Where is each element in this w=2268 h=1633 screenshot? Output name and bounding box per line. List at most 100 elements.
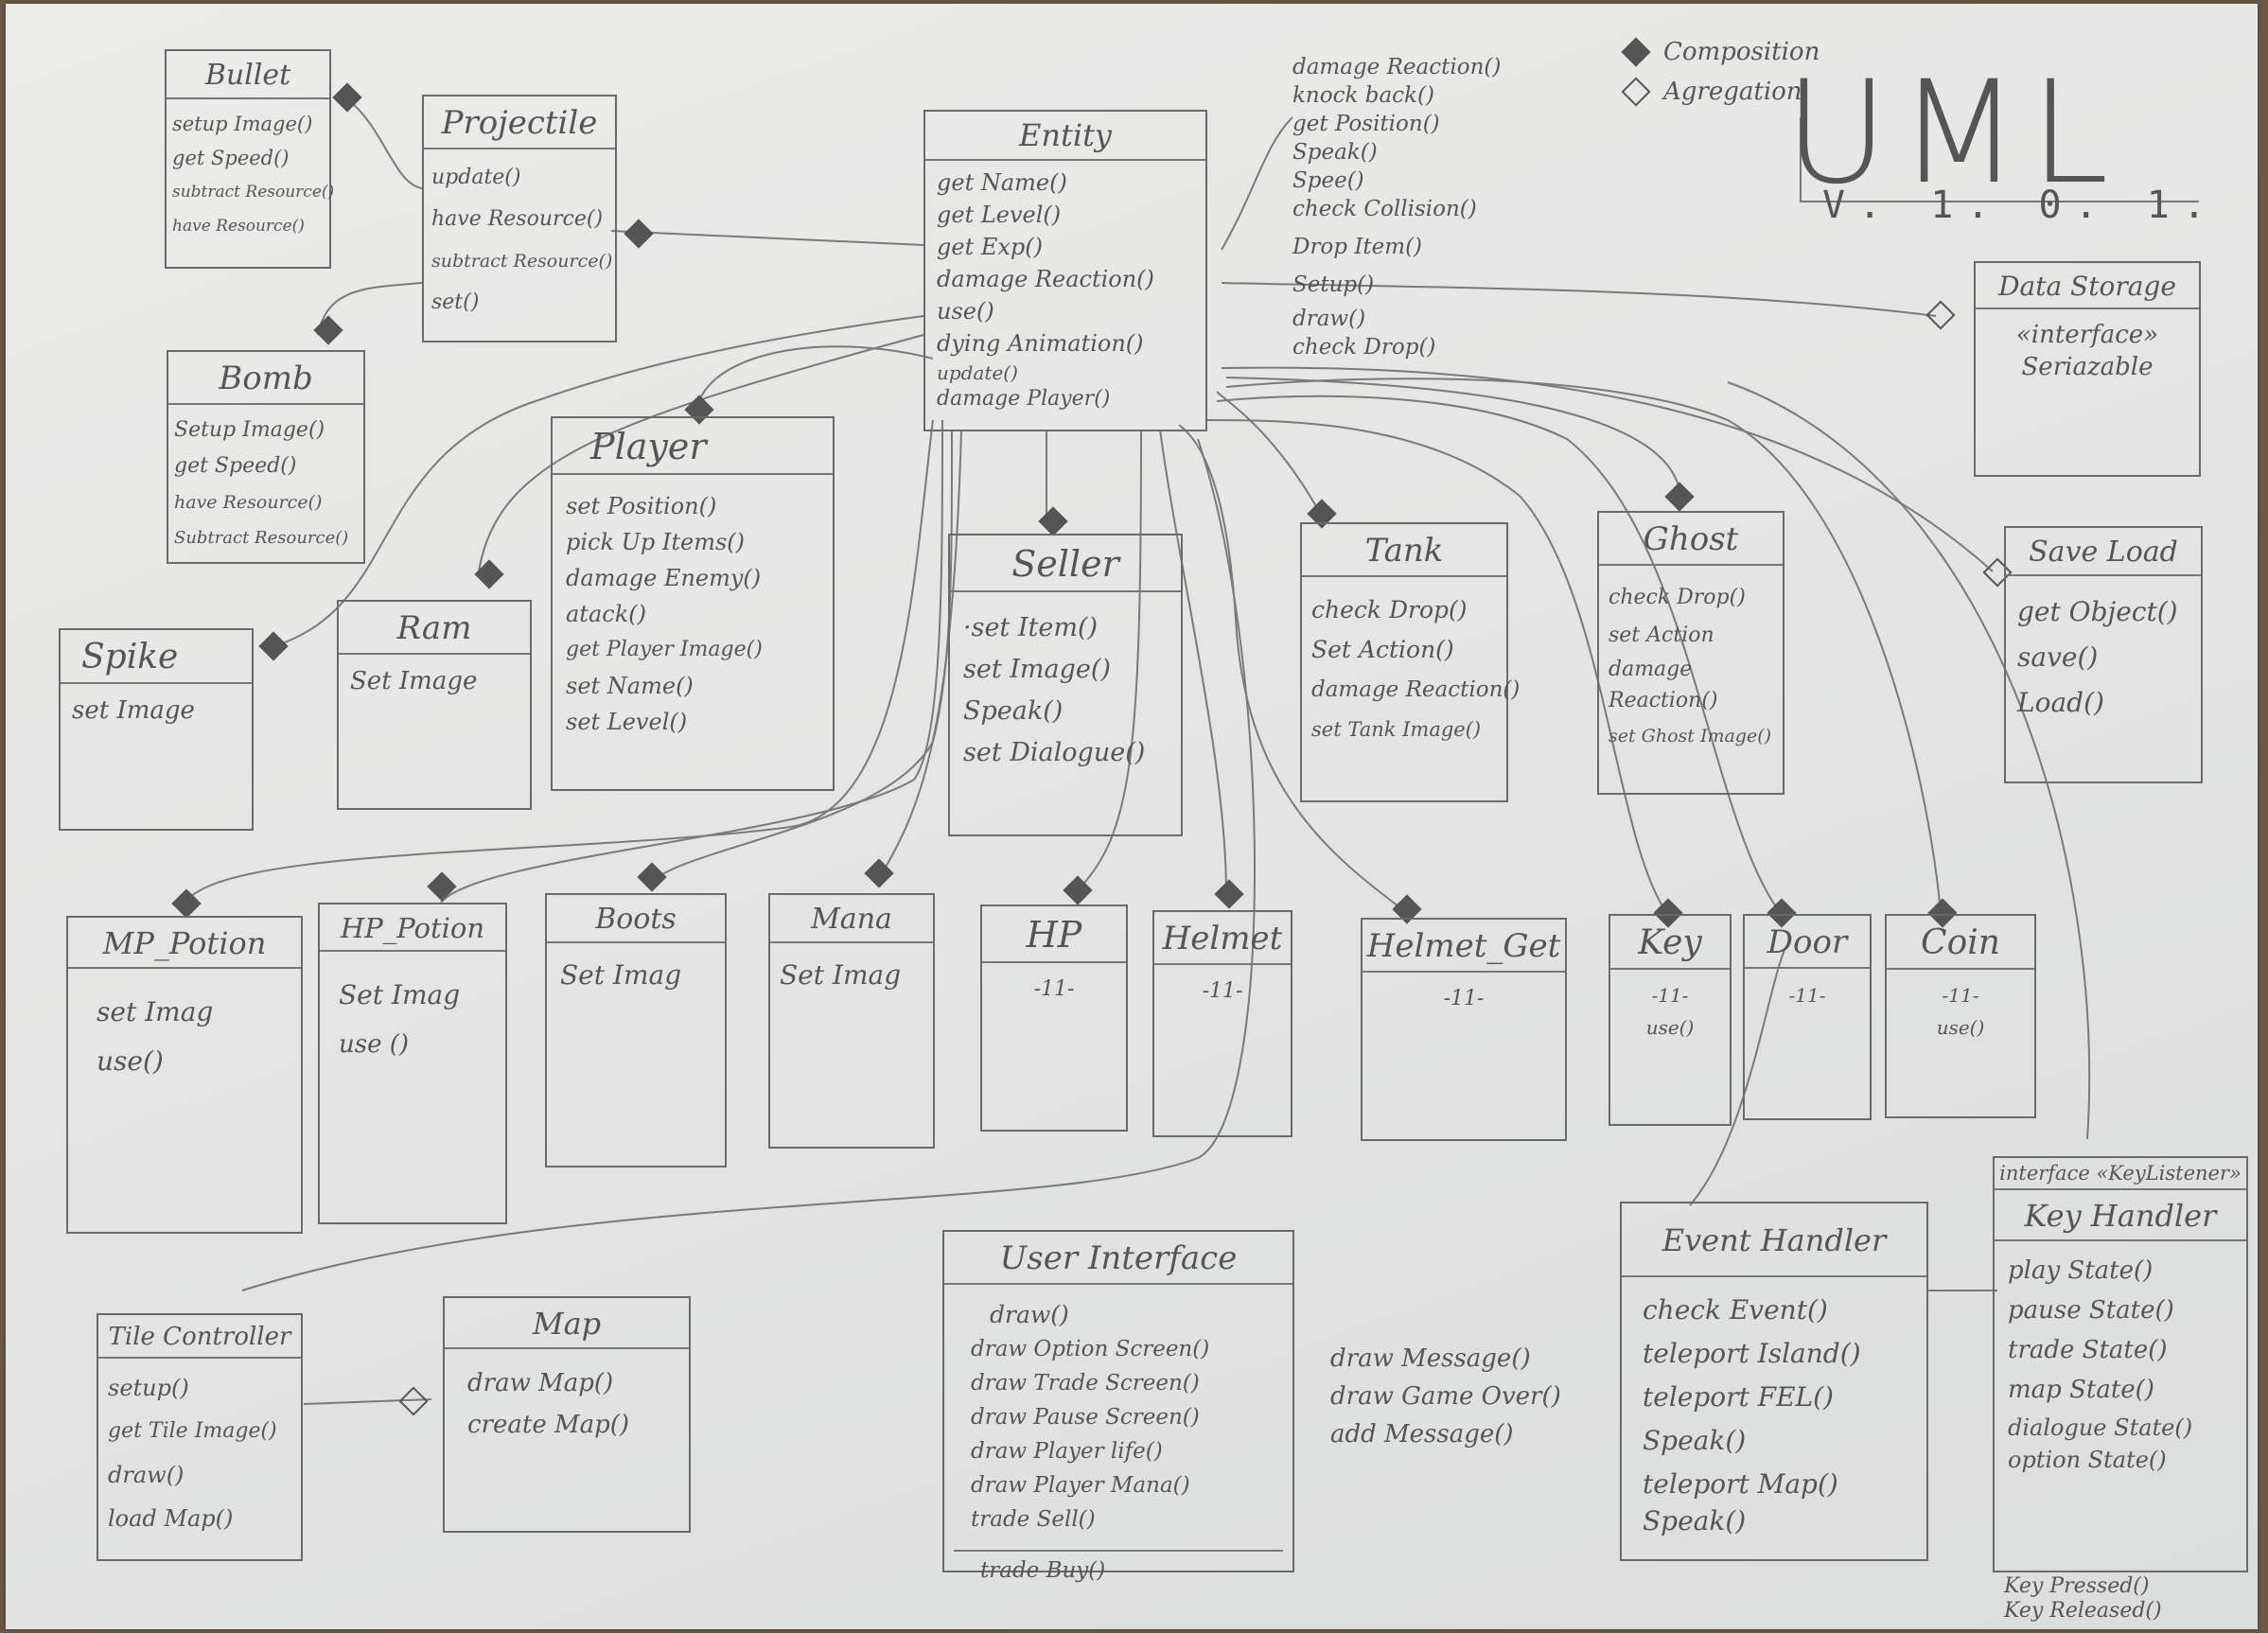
method: get Speed() — [172, 147, 290, 169]
ghost-entity-link — [1225, 377, 1681, 497]
class-player: Player set Position() pick Up Items() da… — [551, 416, 835, 791]
method: draw Option Screen() — [971, 1337, 1210, 1361]
method: setup Image() — [172, 113, 313, 135]
method: damage Player() — [937, 387, 1111, 411]
method: map State() — [2008, 1376, 2154, 1404]
method: -11- — [1202, 979, 1243, 1003]
diagram-title: UML — [1785, 51, 2119, 216]
paper-sheet: Composition Agregation UML V. 1. 0. 1. d… — [6, 4, 2258, 1629]
method: damage — [1609, 658, 1693, 681]
entity-note: Drop Item() — [1292, 235, 1423, 259]
map-tilecontroller-link — [303, 1398, 432, 1405]
method: damage Enemy() — [566, 565, 762, 591]
class-title: Key Handler — [1995, 1190, 2246, 1241]
method: check Drop() — [1311, 596, 1468, 623]
class-mp-potion: MP_Potion set Imag use() — [66, 916, 303, 1234]
title-frame — [1800, 117, 2199, 202]
method: Speak() — [963, 696, 1064, 726]
class-title: Event Handler — [1622, 1203, 1926, 1277]
hp-entity-link — [1074, 429, 1142, 894]
method: get Speed() — [174, 454, 297, 478]
class-spike: Spike set Image — [59, 628, 254, 831]
bullet-projectile-link — [345, 97, 423, 189]
key-handler-extra-methods: Key Pressed() Key Released() — [2004, 1574, 2162, 1624]
class-title: Tank — [1302, 524, 1506, 577]
player-entity-link — [695, 345, 934, 412]
method: subtract Resource() — [431, 251, 613, 272]
method: damage Reaction() — [937, 266, 1154, 292]
method: set Level() — [566, 709, 688, 735]
method: check Event() — [1643, 1294, 1828, 1326]
method: Set Imag — [780, 959, 902, 991]
class-title: Door — [1745, 916, 1870, 969]
class-title: Boots — [547, 895, 725, 943]
class-title: Map — [445, 1298, 689, 1349]
method: trade Sell() — [971, 1507, 1096, 1532]
method: set Action — [1609, 623, 1714, 647]
class-title: Bomb — [168, 352, 363, 405]
entity-note: draw() — [1292, 307, 1366, 331]
method: have Resource() — [431, 207, 604, 231]
class-ghost: Ghost check Drop() set Action damage Rea… — [1597, 511, 1785, 795]
class-title: HP — [982, 906, 1126, 963]
class-title: Key — [1610, 916, 1730, 970]
legend-aggregation: Agregation — [1621, 72, 1820, 112]
method: Subtract Resource() — [174, 528, 349, 548]
legend-aggregation-label: Agregation — [1663, 78, 1802, 106]
class-key-handler: interface «KeyListener» Key Handler play… — [1993, 1156, 2248, 1572]
ui-notes: draw Message() draw Game Over() add Mess… — [1330, 1340, 1561, 1453]
method: use() — [1936, 1016, 1985, 1039]
method: trade Buy() — [980, 1558, 1106, 1583]
entity-notes: damage Reaction() knock back() get Posit… — [1292, 53, 1501, 361]
class-boots: Boots Set Imag — [545, 893, 727, 1168]
method: draw Map() — [467, 1369, 614, 1397]
class-title: Mana — [770, 895, 933, 943]
class-title: User Interface — [944, 1232, 1292, 1285]
method: draw Player Mana() — [971, 1473, 1190, 1498]
class-helmet-get: Helmet_Get -11- — [1361, 918, 1567, 1141]
class-title: Projectile — [424, 97, 615, 149]
method: create Map() — [467, 1411, 630, 1439]
class-title: Save Load — [2006, 528, 2201, 576]
method: Seriazable — [2021, 353, 2154, 381]
class-title: Helmet — [1154, 912, 1291, 965]
class-title: Spike — [61, 630, 252, 684]
method: draw Trade Screen() — [971, 1371, 1200, 1396]
method: set Ghost Image() — [1609, 726, 1772, 746]
class-title: Entity — [925, 112, 1205, 161]
legend-composition-label: Composition — [1663, 38, 1820, 66]
method: pause State() — [2008, 1296, 2174, 1325]
method: draw() — [990, 1301, 1069, 1328]
method: load Map() — [108, 1505, 234, 1532]
method: draw Player life() — [971, 1439, 1163, 1464]
class-stereotype: «interface» — [2015, 321, 2159, 349]
entity-note: Spee() — [1292, 168, 1364, 193]
class-title: Tile Controller — [98, 1315, 301, 1359]
entity-note: check Drop() — [1292, 335, 1436, 360]
class-door: Door -11- — [1743, 914, 1872, 1120]
method: set Image — [72, 696, 195, 725]
key-entity-link — [1206, 419, 1667, 913]
class-title: HP_Potion — [320, 904, 505, 952]
entity-note: check Collision() — [1292, 197, 1477, 221]
class-title: Ram — [339, 602, 530, 655]
method: get Level() — [937, 202, 1062, 228]
method: have Resource() — [174, 492, 323, 513]
diagram-version: V. 1. 0. 1. — [1822, 184, 2219, 227]
class-coin: Coin -11- use() — [1885, 914, 2036, 1118]
method: draw() — [108, 1462, 185, 1488]
method: check Drop() — [1609, 586, 1746, 609]
method: Key Released() — [2004, 1599, 2162, 1623]
class-event-handler: Event Handler check Event() teleport Isl… — [1620, 1202, 1928, 1561]
class-key: Key -11- use() — [1609, 914, 1732, 1126]
method: Key Pressed() — [2004, 1574, 2150, 1598]
class-hp-potion: HP_Potion Set Imag use () — [318, 903, 507, 1224]
method: Load() — [2017, 687, 2104, 718]
method: Set Imag — [560, 959, 682, 991]
method: set Imag — [97, 996, 214, 1027]
class-helmet: Helmet -11- — [1152, 910, 1292, 1137]
method: teleport Map() — [1643, 1468, 1838, 1500]
method: Speak() — [1643, 1425, 1747, 1456]
ui-note: add Message() — [1330, 1420, 1514, 1449]
method: subtract Resource() — [172, 183, 335, 202]
